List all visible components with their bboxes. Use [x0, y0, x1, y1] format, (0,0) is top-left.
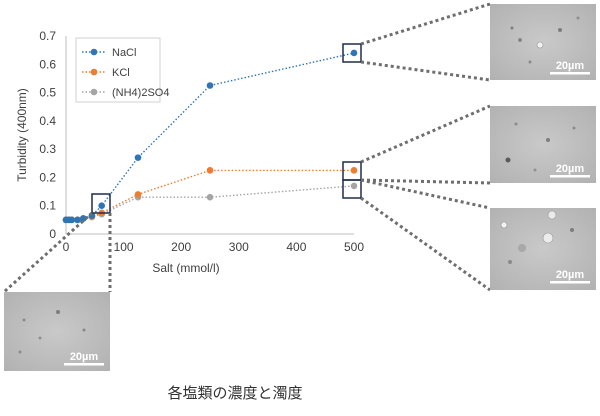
- highlight-box-nh4: [342, 179, 362, 199]
- legend-swatch-marker: [90, 68, 98, 76]
- legend-label: KCl: [112, 67, 130, 79]
- scale-label: 20µm: [556, 269, 585, 281]
- data-point: [134, 154, 142, 161]
- data-point: [350, 182, 358, 190]
- y-axis-title: Turbidity (400nm): [15, 88, 29, 182]
- connector-lines: [2, 2, 491, 294]
- scale-label: 20µm: [556, 60, 585, 72]
- particle: [536, 41, 544, 49]
- legend-swatch-marker: [90, 48, 98, 56]
- particle: [547, 210, 557, 220]
- particle: [576, 16, 580, 20]
- data-point: [206, 193, 214, 201]
- connector-low-left: [2, 211, 94, 294]
- y-tick-label: 0.4: [39, 114, 56, 128]
- particle: [518, 38, 522, 42]
- scale-label: 20µm: [70, 351, 99, 363]
- micrograph-nacl: 20µm: [490, 4, 596, 80]
- y-tick-label: 0.5: [39, 86, 56, 100]
- micrograph-kcl: 20µm: [490, 106, 596, 183]
- connector-kcl-top: [360, 104, 491, 164]
- scale-bar: [550, 72, 590, 75]
- x-tick-label: 400: [286, 240, 306, 254]
- connector-nh4-top: [360, 178, 491, 210]
- particle: [518, 244, 526, 252]
- particle: [558, 28, 562, 32]
- legend-swatch-marker: [90, 88, 98, 96]
- highlight-box-nacl: [342, 43, 362, 63]
- particle: [38, 336, 42, 340]
- legend-label: NaCl: [112, 47, 136, 59]
- micrograph-image: [490, 208, 596, 290]
- particle: [505, 157, 511, 163]
- particle: [514, 122, 518, 126]
- x-tick-label: 300: [229, 240, 249, 254]
- particle: [533, 168, 537, 172]
- series-layer: [62, 49, 358, 224]
- particle: [542, 232, 554, 244]
- y-tick-label: 0.7: [39, 29, 56, 43]
- particle: [82, 328, 86, 332]
- y-tick-label: 0: [49, 227, 56, 241]
- x-tick-label: 100: [114, 240, 134, 254]
- particle: [508, 260, 512, 264]
- micrograph-image: [4, 292, 110, 371]
- y-tick-label: 0.6: [39, 57, 56, 71]
- x-tick-label: 500: [344, 240, 364, 254]
- particle: [572, 126, 576, 130]
- connector-nacl-bottom: [360, 60, 491, 82]
- data-point: [134, 191, 142, 198]
- connector-nh4-bottom: [360, 196, 491, 292]
- data-point: [206, 82, 214, 89]
- y-tick-label: 0.3: [39, 142, 56, 156]
- particle: [510, 26, 514, 30]
- data-point: [74, 216, 81, 224]
- data-point: [350, 49, 358, 57]
- data-point: [79, 215, 87, 222]
- micrograph-low: 20µm: [4, 292, 110, 371]
- legend-label: (NH4)2SO4: [112, 87, 169, 99]
- y-tick-labels: 0 0.1 0.2 0.3 0.4 0.5 0.6 0.7: [39, 29, 56, 241]
- data-point: [68, 216, 76, 224]
- scale-label: 20µm: [556, 163, 585, 175]
- particle: [56, 310, 60, 314]
- highlight-box-low: [91, 193, 111, 214]
- particle: [22, 318, 26, 322]
- particle: [528, 60, 532, 64]
- particle: [570, 228, 574, 232]
- particle: [500, 221, 508, 229]
- particle: [18, 350, 22, 354]
- y-tick-label: 0.1: [39, 199, 56, 213]
- x-tick-label: 200: [171, 240, 191, 254]
- chart-axes: [65, 36, 354, 235]
- data-point: [206, 167, 214, 174]
- x-axis-title: Salt (mmol/l): [152, 261, 219, 275]
- x-tick-label: 0: [63, 240, 70, 254]
- scale-bar: [550, 175, 590, 178]
- scale-bar: [550, 281, 590, 284]
- data-point: [98, 202, 106, 210]
- particle: [546, 138, 550, 142]
- connector-kcl-bottom: [360, 178, 491, 185]
- scale-bar: [64, 363, 104, 366]
- connector-nacl-top: [360, 2, 491, 46]
- y-tick-label: 0.2: [39, 170, 56, 184]
- micrograph-image: [490, 106, 596, 183]
- figure-caption: 各塩類の濃度と濁度: [167, 384, 303, 402]
- micrograph-nh4: 20µm: [490, 208, 596, 290]
- data-point: [350, 167, 358, 174]
- x-tick-labels: 0 100 200 300 400 500: [63, 240, 365, 254]
